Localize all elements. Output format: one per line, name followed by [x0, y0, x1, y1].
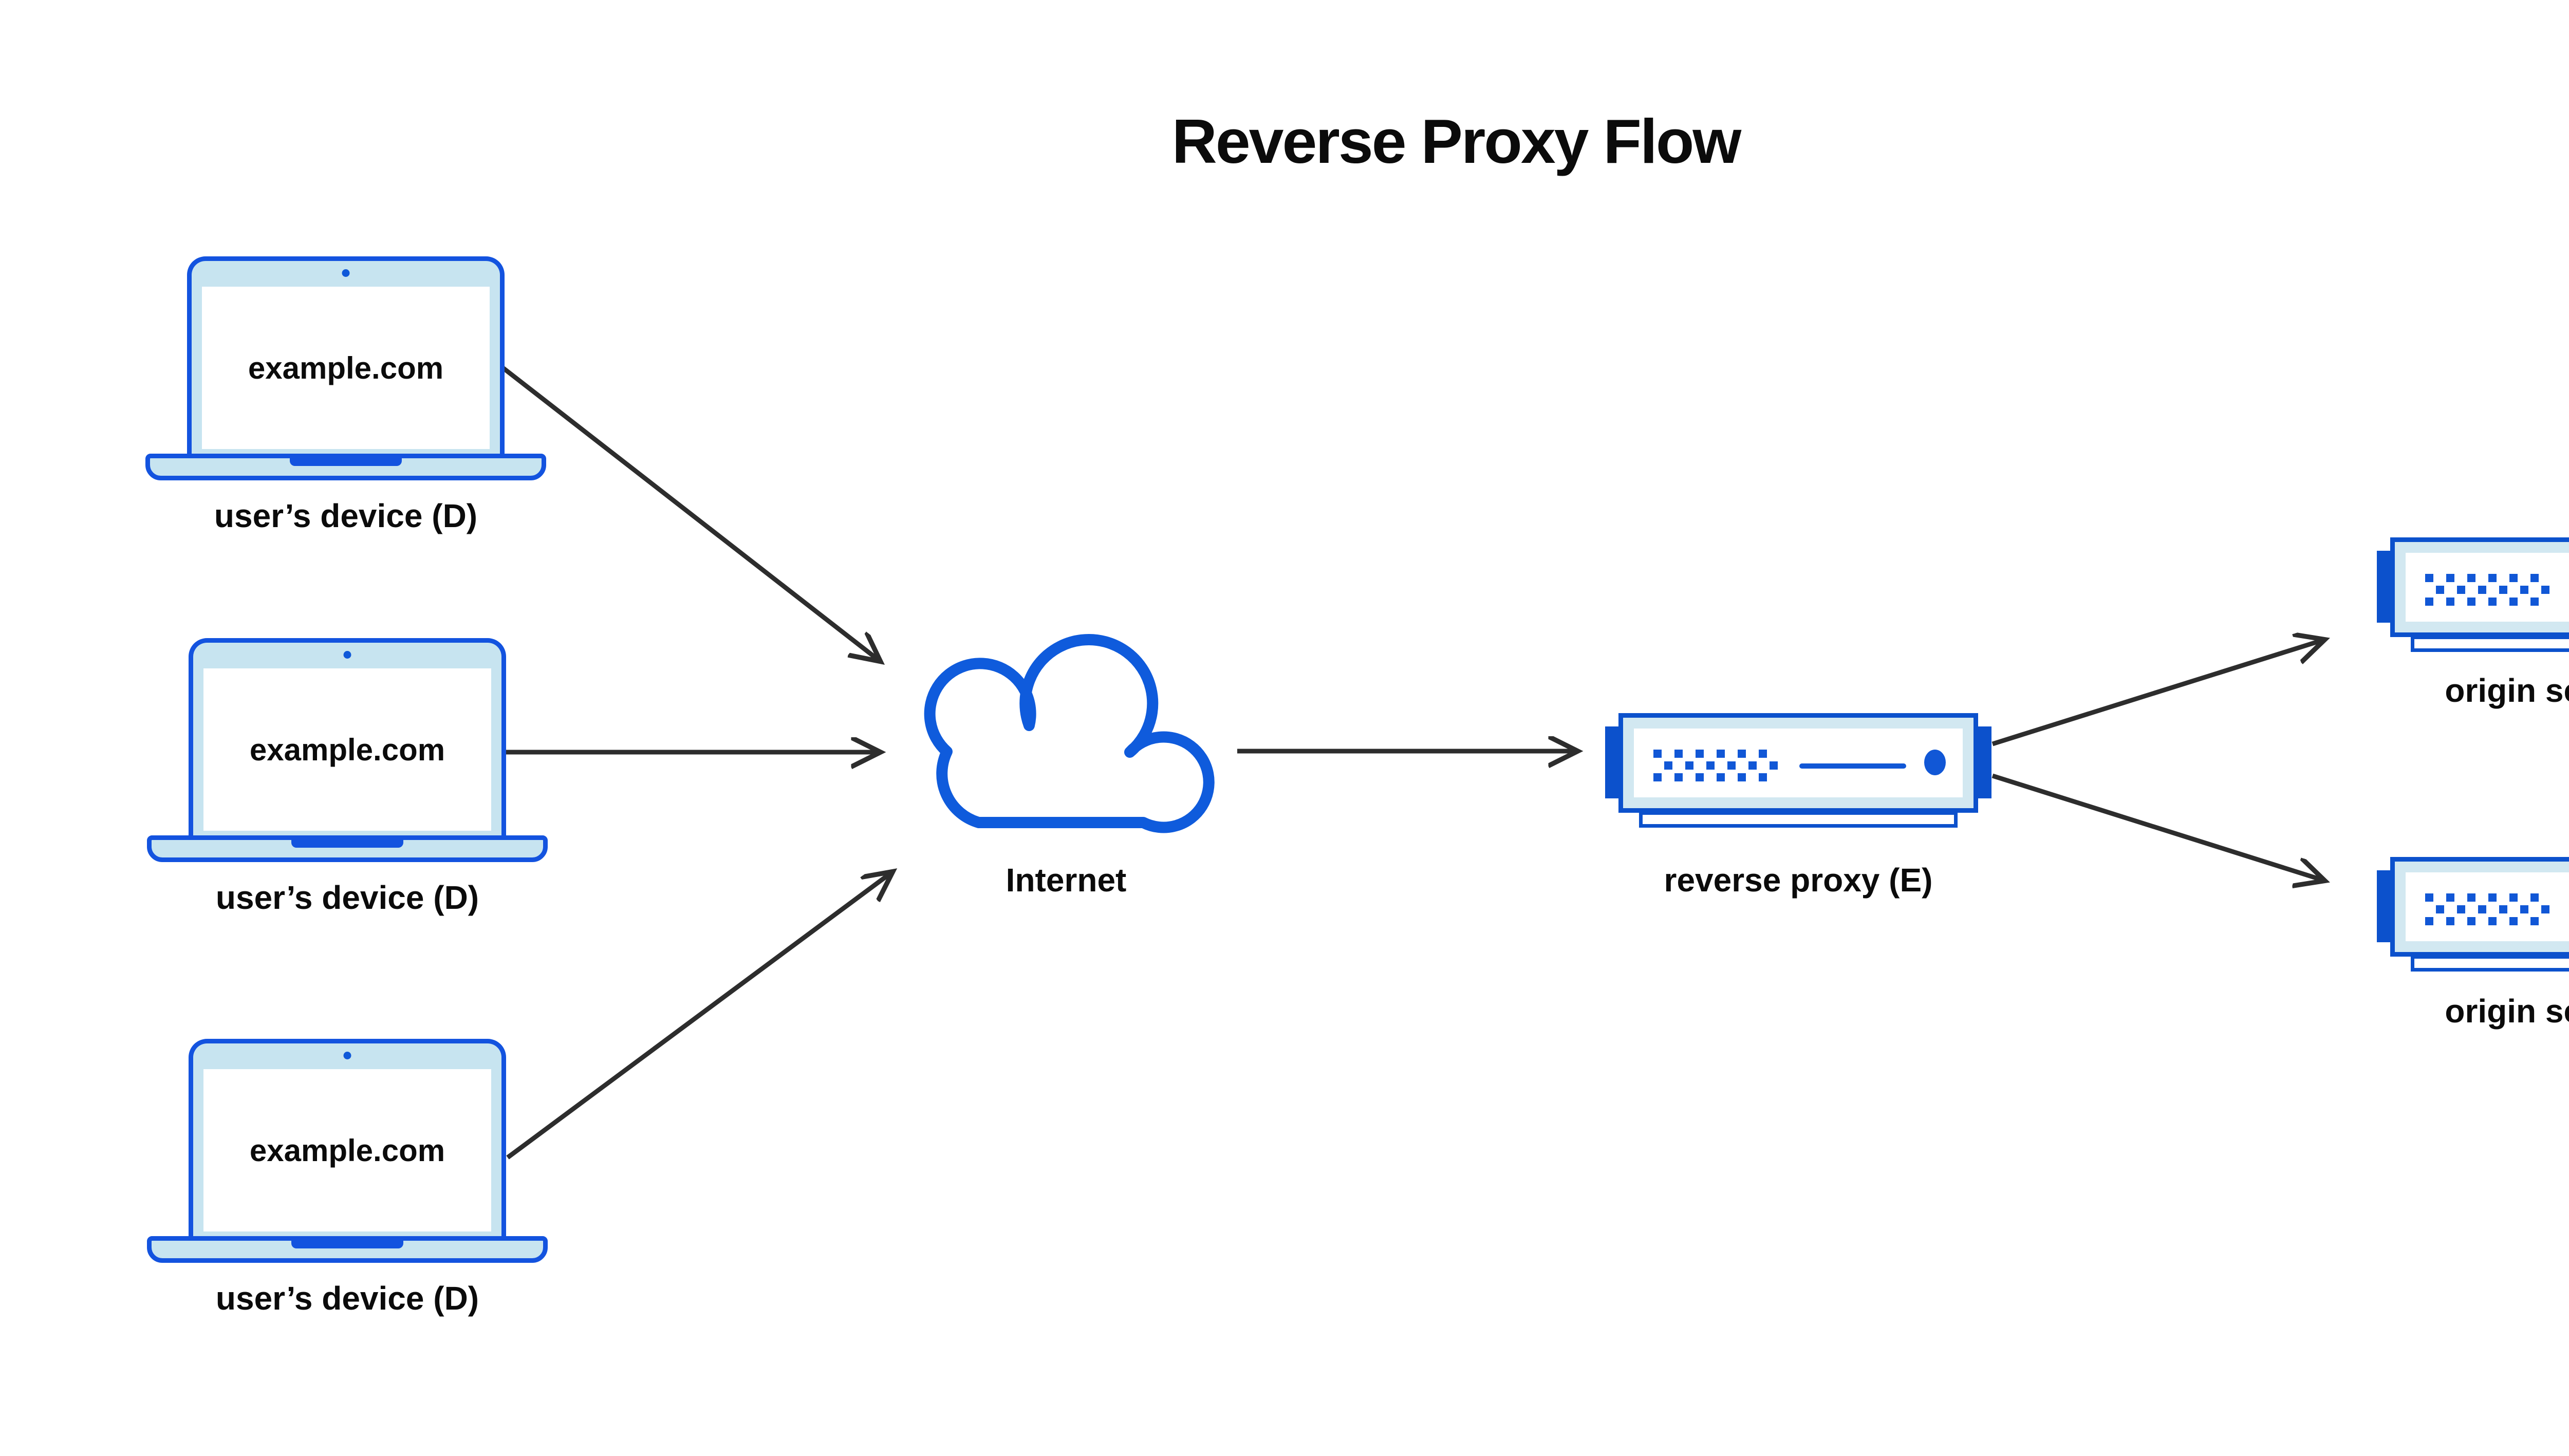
user-device-1: example.com user’s device (D) — [145, 256, 546, 535]
arrow-device1-to-internet — [499, 364, 880, 661]
arrow-proxy-to-origin2 — [1991, 773, 2324, 881]
webcam-dot-icon — [343, 1052, 351, 1059]
server-power-dot-icon — [1924, 750, 1946, 775]
server-slot-line-icon — [1799, 763, 1906, 769]
origin-server-2-label: origin server (F) — [2445, 993, 2569, 1030]
server-body — [2390, 537, 2569, 637]
server-vents-icon — [1653, 750, 1778, 785]
origin-server-2-icon — [2377, 857, 2569, 976]
internet-label: Internet — [1006, 862, 1127, 899]
laptop-base-icon — [145, 454, 546, 480]
laptop-notch-icon — [290, 458, 402, 466]
laptop-notch-icon — [291, 1241, 403, 1248]
laptop-screen: example.com — [203, 668, 491, 831]
laptop-lid-icon: example.com — [189, 1039, 506, 1241]
device-label: user’s device (D) — [215, 879, 479, 916]
origin-server-1-icon — [2377, 537, 2569, 657]
user-device-3: example.com user’s device (D) — [147, 1039, 548, 1317]
reverse-proxy-label: reverse proxy (E) — [1664, 862, 1933, 899]
internet-cloud-icon — [924, 634, 1215, 833]
webcam-dot-icon — [342, 269, 350, 277]
laptop-screen: example.com — [203, 1069, 491, 1231]
laptop-lid-icon: example.com — [189, 638, 506, 841]
laptop-base-icon — [147, 835, 548, 862]
server-body — [1618, 713, 1978, 813]
server-vents-icon — [2425, 893, 2549, 929]
reverse-proxy-icon — [1605, 713, 1991, 832]
server-shadow — [2411, 636, 2569, 652]
laptop-screen: example.com — [202, 287, 490, 449]
laptop-notch-icon — [291, 840, 403, 848]
arrow-device3-to-internet — [506, 872, 892, 1160]
server-body — [2390, 857, 2569, 957]
server-vents-icon — [2425, 574, 2549, 609]
device-label: user’s device (D) — [215, 1280, 479, 1317]
server-shadow — [2411, 955, 2569, 972]
webcam-dot-icon — [343, 651, 351, 659]
laptop-lid-icon: example.com — [187, 256, 505, 459]
user-device-2: example.com user’s device (D) — [147, 638, 548, 917]
page-title: Reverse Proxy Flow — [1171, 106, 1742, 176]
origin-server-1-label: origin server (F) — [2445, 672, 2569, 709]
device-label: user’s device (D) — [214, 497, 478, 534]
server-shadow — [1639, 811, 1958, 828]
laptop-base-icon — [147, 1236, 548, 1263]
arrow-proxy-to-origin1 — [1991, 640, 2324, 746]
